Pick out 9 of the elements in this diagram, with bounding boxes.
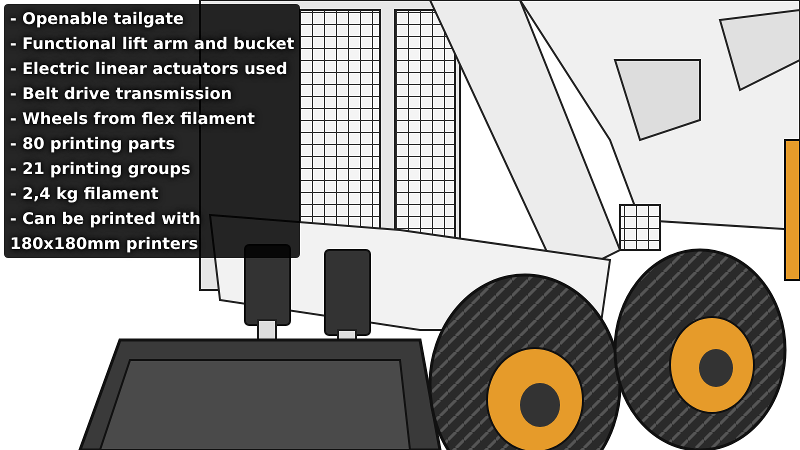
feature-text: - 21 printing groups [10,158,192,180]
feature-text: - Wheels from flex filament [10,108,256,130]
feature-text: - 2,4 kg filament [10,183,160,205]
feature-text: - Functional lift arm and bucket [10,33,294,55]
feature-text: - 80 printing parts [10,133,176,155]
feature-text: - Can be printed with 180x180mm printers [10,208,202,255]
feature-text: - Belt drive transmission [10,83,233,105]
feature-text: - Electric linear actuators used [10,58,288,80]
feature-text: - Openable tailgate [10,8,185,30]
